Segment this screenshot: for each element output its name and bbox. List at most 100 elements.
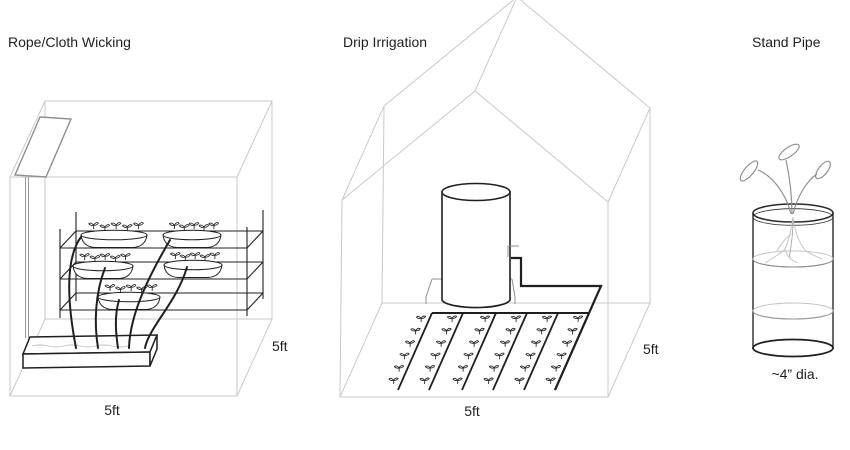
seedling-icon <box>430 352 441 360</box>
seedling-icon <box>510 315 522 323</box>
water-tank <box>441 182 512 309</box>
wick-ropes <box>68 236 188 349</box>
seedling-icon <box>514 377 525 385</box>
seedling-icon <box>452 377 463 385</box>
drip-line <box>523 312 559 391</box>
drip-line <box>397 312 433 391</box>
wicking-title: Rope/Cloth Wicking <box>8 34 131 50</box>
seedling-icon <box>441 327 452 335</box>
seedling-icon <box>115 286 126 294</box>
seedling-icon <box>388 377 399 385</box>
tray-rim <box>80 229 148 241</box>
seedling-icon <box>572 315 584 323</box>
seedling-icon <box>404 340 416 347</box>
seedling-icon <box>410 327 421 335</box>
drip-lines-and-plants <box>388 312 590 391</box>
seedling-icon <box>556 352 567 360</box>
seedling-icon <box>178 224 190 232</box>
seedling-icon <box>536 327 547 335</box>
seedling-icon <box>463 352 474 360</box>
seedling-icon <box>545 377 556 385</box>
tray-rim <box>97 291 161 303</box>
seedling-icon <box>399 352 410 360</box>
seedling-icon <box>479 315 491 323</box>
seedling-icon <box>483 377 494 385</box>
seedling-icon <box>474 327 485 335</box>
drip-line <box>461 312 497 391</box>
seedling-icon <box>169 252 181 260</box>
pipe-bottom <box>752 338 834 358</box>
seedling-icon <box>79 253 90 261</box>
water-reservoir <box>21 334 159 369</box>
water-surface-wave <box>31 344 129 348</box>
right-leaf <box>815 160 831 180</box>
wicking-diagram <box>9 100 273 397</box>
seedling-icon <box>468 340 480 347</box>
seedling-icon <box>446 315 458 323</box>
tray-rim <box>162 229 222 241</box>
seedling-icon <box>519 365 531 372</box>
seedling-icon <box>393 365 405 372</box>
seedling-icon <box>198 224 210 232</box>
wicking-width-label: 5ft <box>104 402 120 418</box>
drip-line <box>428 312 464 391</box>
seedling-icon <box>541 315 553 323</box>
seedling-icon <box>109 255 121 263</box>
seedling-icon <box>88 222 99 230</box>
drip-title: Drip Irrigation <box>343 34 428 50</box>
seedling-icon <box>209 252 221 260</box>
seedling-icon <box>415 315 427 323</box>
seedling-icon <box>188 222 200 230</box>
seedling-icon <box>125 284 137 292</box>
seedling-icon <box>525 352 536 360</box>
seedling-icon <box>494 352 505 360</box>
seedling-icon <box>499 340 511 347</box>
wicking-depth-label: 5ft <box>272 338 288 354</box>
seedling-icon <box>199 254 211 262</box>
drip-line <box>554 312 590 391</box>
stand-pipe-cylinder <box>752 203 834 358</box>
standpipe-title: Stand Pipe <box>752 34 821 50</box>
tray-rim <box>163 259 223 271</box>
seedling-icon <box>505 327 516 335</box>
seedling-icon <box>146 284 158 292</box>
seedling-icon <box>110 222 122 230</box>
tray-rim <box>72 260 134 272</box>
seedling-icon <box>567 327 578 335</box>
seedling-icon <box>99 224 111 232</box>
plant-tray <box>97 284 161 310</box>
plant-sprout <box>739 143 831 215</box>
seedling-icon <box>121 224 133 232</box>
seedling-icon <box>561 340 573 347</box>
standpipe-diameter-label: ~4” dia. <box>771 366 819 382</box>
seedling-icon <box>133 222 144 230</box>
seedling-icon <box>99 253 111 261</box>
standpipe-diagram <box>739 143 834 358</box>
tank-lid <box>441 182 511 202</box>
seedling-icon <box>104 284 116 292</box>
plant-roots <box>764 216 823 264</box>
drip-diagram <box>339 0 651 398</box>
plant-tray <box>80 222 148 248</box>
seedling-icon <box>488 365 500 372</box>
seedling-icon <box>189 252 201 260</box>
plant-trays <box>72 222 223 310</box>
seedling-icon <box>419 377 430 385</box>
seedling-icon <box>424 365 436 372</box>
tank-outlet <box>507 245 519 257</box>
left-leaf <box>739 160 759 182</box>
drip-depth-label: 5ft <box>643 341 659 357</box>
seedling-icon <box>208 222 220 230</box>
plant-tray <box>162 222 222 248</box>
drip-line <box>492 312 528 391</box>
plant-tray <box>163 252 223 278</box>
light-panel <box>13 116 73 338</box>
seedling-icon <box>550 365 562 372</box>
top-leaf <box>778 143 800 161</box>
greenhouse-frame <box>339 0 651 398</box>
seedling-icon <box>120 253 131 261</box>
seedling-icon <box>168 222 180 230</box>
seedling-icon <box>136 286 147 294</box>
grow-tent-frame <box>9 100 273 397</box>
